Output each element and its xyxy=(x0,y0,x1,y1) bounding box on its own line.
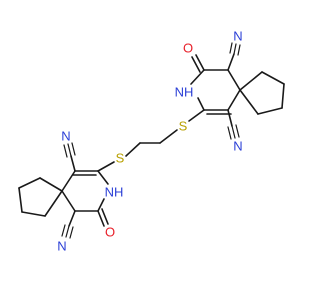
upper-carbonyl xyxy=(191,54,205,73)
thioether-linker xyxy=(97,109,205,172)
upper-cyclopentane xyxy=(239,71,285,115)
sulfur-label-upper: S xyxy=(179,119,188,134)
nitrile-n-label-upper-top: N xyxy=(233,29,242,44)
molecule-drawing: O NH N N S S N NH O N xyxy=(18,29,285,254)
upper-nitrile-bottom xyxy=(227,109,240,140)
lower-nitrile-top xyxy=(63,142,76,172)
nitrile-n-label-lower-bottom: N xyxy=(57,239,66,254)
nh-label-lower: NH xyxy=(105,185,124,200)
lower-lactam-ring xyxy=(61,170,109,212)
structure-canvas: O NH N N S S N NH O N xyxy=(18,28,285,254)
oxygen-label-upper: O xyxy=(183,41,193,56)
lower-carbonyl xyxy=(97,208,109,227)
nitrile-n-label-lower-top: N xyxy=(61,129,70,144)
oxygen-label-lower: O xyxy=(105,225,115,240)
lower-cyclopentane xyxy=(18,177,63,217)
upper-nitrile-top xyxy=(227,42,241,71)
nh-label-upper: NH xyxy=(175,85,194,100)
lower-nitrile-bottom xyxy=(61,210,76,239)
sulfur-label-lower: S xyxy=(116,151,125,166)
upper-lactam-ring xyxy=(190,69,241,115)
nitrile-n-label-upper-bottom: N xyxy=(233,139,242,154)
